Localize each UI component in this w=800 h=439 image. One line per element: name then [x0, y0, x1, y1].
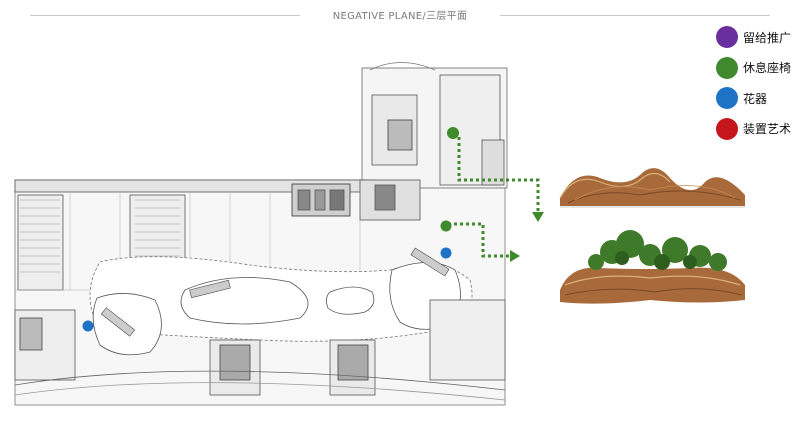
bench-photo	[559, 168, 745, 208]
page-title: NEGATIVE PLANE/三层平面	[332, 11, 468, 22]
purple-dot-icon	[716, 26, 738, 49]
legend-item-planter: 花器	[716, 83, 791, 114]
legend-item-promotion: 留给推广	[716, 22, 791, 53]
legend-item-seating: 休息座椅	[716, 53, 791, 84]
route-arrow-bench-head	[532, 212, 544, 222]
legend-label: 花器	[743, 91, 768, 106]
legend-label: 休息座椅	[743, 61, 792, 76]
header-rule-left	[30, 15, 300, 16]
planter-marker-2	[82, 320, 94, 332]
blue-dot-icon	[716, 87, 738, 110]
red-dot-icon	[716, 117, 738, 140]
legend-item-installation: 装置艺术	[716, 114, 791, 145]
seating-marker-2	[440, 220, 452, 232]
green-dot-icon	[716, 56, 738, 79]
planter-marker-1	[440, 247, 452, 259]
legend-label: 留给推广	[743, 30, 792, 45]
route-arrow-planter	[448, 222, 510, 258]
legend-label: 装置艺术	[743, 122, 792, 137]
legend: 留给推广 休息座椅 花器 装置艺术	[716, 22, 791, 144]
seating-marker-1	[447, 127, 459, 139]
floor-plan	[14, 62, 508, 406]
route-arrow-planter-head	[510, 250, 520, 262]
planter-photo	[560, 230, 745, 304]
header-rule-right	[500, 15, 770, 16]
